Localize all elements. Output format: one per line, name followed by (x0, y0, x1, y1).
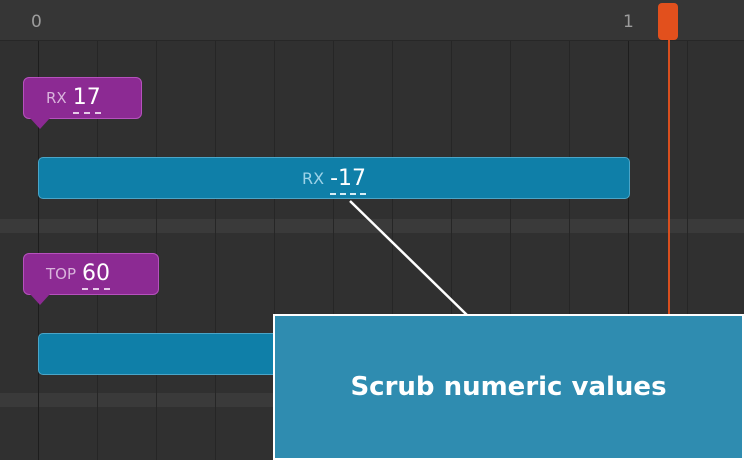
track-separator (0, 219, 744, 233)
grid-line (97, 41, 98, 460)
grid-line (392, 41, 393, 460)
ruler-label-start: 0 (31, 12, 42, 32)
grid-line (38, 41, 39, 460)
keyframe-property-label: RX (46, 89, 67, 107)
callout-text: Scrub numeric values (350, 372, 667, 402)
playhead-handle[interactable] (658, 3, 678, 40)
keyframe-top[interactable]: TOP 60 (23, 253, 159, 305)
grid-line (156, 41, 157, 460)
tooltip-callout: Scrub numeric values (273, 314, 744, 460)
keyframe-value-scrubber[interactable]: 60 (82, 260, 111, 290)
keyframe-property-label: TOP (46, 265, 77, 283)
segment-value-scrubber[interactable]: -17 (330, 165, 366, 195)
keyframe-value-scrubber[interactable]: 17 (72, 84, 101, 114)
grid-line (451, 41, 452, 460)
tween-segment-rx[interactable]: RX -17 (38, 157, 630, 199)
grid-line (628, 41, 629, 460)
keyframe-rx[interactable]: RX 17 (23, 77, 142, 129)
grid-line (569, 41, 570, 460)
segment-property-label: RX (301, 168, 325, 188)
ruler-label-end: 1 (623, 12, 634, 32)
grid-line (333, 41, 334, 460)
grid-line (274, 41, 275, 460)
grid-line (215, 41, 216, 460)
grid-line (687, 41, 688, 460)
grid-line (510, 41, 511, 460)
timeline-ruler[interactable]: 0 1 (0, 0, 744, 41)
playhead-line (668, 32, 670, 460)
